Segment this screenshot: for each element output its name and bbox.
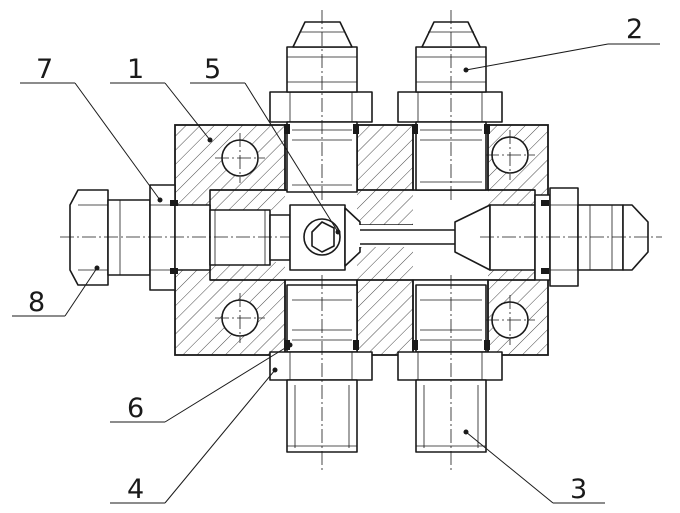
bottom-left-fitting [269,275,373,470]
callout-labels: 1 2 3 4 5 6 7 8 [28,14,643,505]
callout-1: 1 [127,54,144,85]
seal-rings [170,124,549,350]
leader-lines [12,43,660,504]
callout-3: 3 [570,474,587,505]
left-plug-assembly [60,184,300,291]
top-right-fitting [397,10,503,200]
callout-5: 5 [204,54,221,85]
check-valve-core [289,204,491,271]
callout-4: 4 [127,474,144,505]
callout-6: 6 [127,393,144,424]
bottom-right-fitting [397,275,503,470]
callout-2: 2 [626,14,643,45]
callout-8: 8 [28,287,45,318]
right-fitting [480,187,662,287]
top-left-fitting [269,10,373,200]
callout-7: 7 [36,54,53,85]
